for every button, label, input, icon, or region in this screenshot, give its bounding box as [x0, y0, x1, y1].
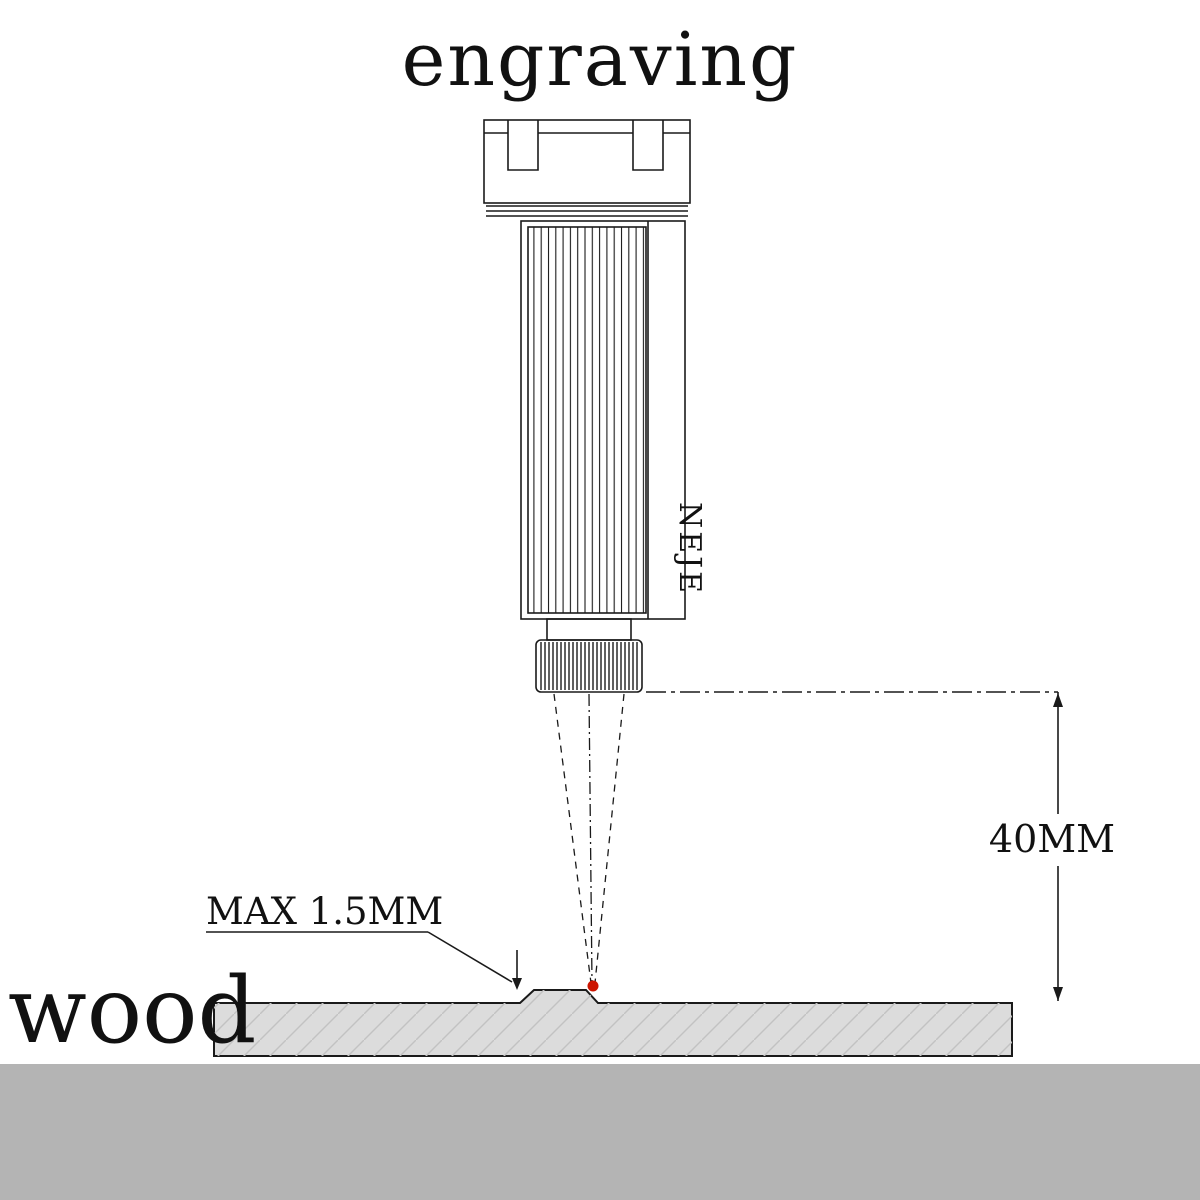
arrow-down-icon	[1053, 987, 1063, 1001]
depth-annotation	[206, 931, 522, 990]
heatsink-fins	[527, 226, 647, 614]
leader-line	[427, 931, 513, 983]
wood-slab	[213, 989, 1013, 1057]
laser-beam-cone	[553, 693, 625, 984]
brand-label: NEJE	[672, 502, 707, 596]
focus-distance-label: 40MM	[989, 817, 1115, 861]
mounting-bracket	[483, 119, 691, 217]
depth-arrow-down-icon	[512, 978, 522, 990]
heatsink-body	[520, 220, 686, 620]
focus-lens-knurl	[535, 618, 643, 693]
bottom-band	[0, 1064, 1200, 1200]
knurl-texture	[539, 642, 639, 690]
laser-module-drawing	[483, 119, 691, 984]
max-depth-label: MAX 1.5MM	[206, 890, 443, 933]
laser-focus-dot	[587, 980, 599, 992]
focus-distance-dimension	[646, 691, 1063, 1001]
diagram-title: engraving	[402, 17, 799, 103]
wood-hatch-texture	[214, 990, 1012, 1056]
material-label: wood	[8, 957, 256, 1064]
arrow-up-icon	[1053, 693, 1063, 707]
